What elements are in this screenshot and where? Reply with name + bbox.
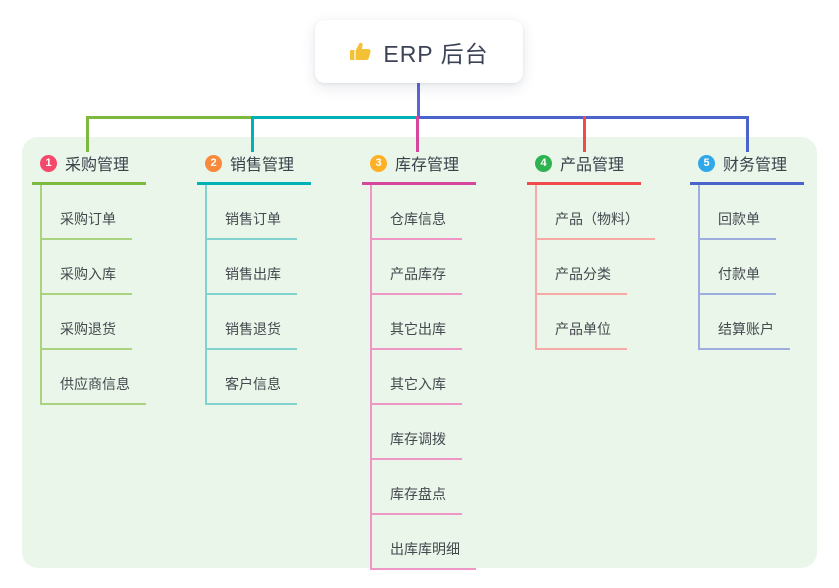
branch-node-sales[interactable]: 2 销售管理: [197, 147, 311, 185]
connector-drop-branch5: [746, 116, 749, 152]
child-label: 销售出库: [207, 264, 297, 295]
connector-bus-left: [87, 116, 254, 119]
child-label: 库存调拨: [372, 429, 462, 460]
child-label: 其它出库: [372, 319, 462, 350]
child-label: 采购退货: [42, 319, 132, 350]
child-node[interactable]: 客户信息: [207, 350, 311, 405]
child-label: 销售退货: [207, 319, 297, 350]
child-label: 库存盘点: [372, 484, 462, 515]
branch-product: 4 产品管理 产品（物料） 产品分类 产品单位: [527, 147, 655, 350]
branch-number-badge: 5: [698, 154, 715, 172]
child-node[interactable]: 供应商信息: [42, 350, 146, 405]
branch-node-inventory[interactable]: 3 库存管理: [362, 147, 476, 185]
child-node[interactable]: 产品分类: [537, 240, 655, 295]
child-node[interactable]: 仓库信息: [372, 185, 476, 240]
child-node[interactable]: 其它出库: [372, 295, 476, 350]
child-node[interactable]: 产品单位: [537, 295, 655, 350]
child-label: 回款单: [700, 209, 776, 240]
child-node[interactable]: 库存盘点: [372, 460, 476, 515]
child-node[interactable]: 采购入库: [42, 240, 146, 295]
branch-node-purchase[interactable]: 1 采购管理: [32, 147, 146, 185]
child-node[interactable]: 结算账户: [700, 295, 804, 350]
branch-number-badge: 4: [535, 154, 552, 172]
child-label: 产品分类: [537, 264, 627, 295]
child-node[interactable]: 采购退货: [42, 295, 146, 350]
child-label: 采购订单: [42, 209, 132, 240]
child-label: 其它入库: [372, 374, 462, 405]
branch-sales: 2 销售管理 销售订单 销售出库 销售退货 客户信息: [197, 147, 311, 405]
branch-title: 采购管理: [65, 157, 130, 174]
child-label: 供应商信息: [42, 374, 146, 405]
child-node[interactable]: 销售出库: [207, 240, 311, 295]
connector-drop-branch1: [86, 116, 89, 152]
root-node-label: ERP 后台: [383, 40, 489, 67]
branch-title: 库存管理: [395, 157, 460, 174]
connector-drop-branch3: [416, 116, 419, 152]
child-node[interactable]: 销售订单: [207, 185, 311, 240]
child-label: 出库库明细: [372, 539, 476, 570]
connector-drop-branch2: [251, 116, 254, 152]
child-label: 产品单位: [537, 319, 627, 350]
branch-children: 产品（物料） 产品分类 产品单位: [535, 185, 655, 350]
child-label: 产品库存: [372, 264, 462, 295]
branch-title: 产品管理: [560, 157, 625, 174]
child-label: 付款单: [700, 264, 776, 295]
branch-finance: 5 财务管理 回款单 付款单 结算账户: [690, 147, 804, 350]
child-label: 销售订单: [207, 209, 297, 240]
thumbs-up-icon: [349, 40, 373, 64]
mindmap-panel: [22, 137, 817, 568]
connector-root-drop: [417, 83, 420, 118]
child-node[interactable]: 付款单: [700, 240, 804, 295]
branch-title: 销售管理: [230, 157, 295, 174]
branch-node-product[interactable]: 4 产品管理: [527, 147, 641, 185]
child-label: 产品（物料）: [537, 209, 655, 240]
child-node[interactable]: 采购订单: [42, 185, 146, 240]
branch-node-finance[interactable]: 5 财务管理: [690, 147, 804, 185]
connector-bus-midleft: [253, 116, 418, 119]
branch-number-badge: 1: [40, 154, 57, 172]
branch-number-badge: 3: [370, 154, 387, 172]
child-node[interactable]: 销售退货: [207, 295, 311, 350]
branch-children: 销售订单 销售出库 销售退货 客户信息: [205, 185, 311, 405]
branch-children: 回款单 付款单 结算账户: [698, 185, 804, 350]
child-label: 结算账户: [700, 319, 790, 350]
branch-purchase: 1 采购管理 采购订单 采购入库 采购退货 供应商信息: [32, 147, 146, 405]
branch-children: 仓库信息 产品库存 其它出库 其它入库 库存调拨 库存盘点 出库库明细: [370, 185, 476, 570]
branch-inventory: 3 库存管理 仓库信息 产品库存 其它出库 其它入库 库存调拨 库存盘点 出库库…: [362, 147, 476, 570]
branch-children: 采购订单 采购入库 采购退货 供应商信息: [40, 185, 146, 405]
child-node[interactable]: 其它入库: [372, 350, 476, 405]
child-label: 客户信息: [207, 374, 297, 405]
child-node[interactable]: 出库库明细: [372, 515, 476, 570]
root-node-erp[interactable]: ERP 后台: [315, 20, 523, 83]
branch-number-badge: 2: [205, 154, 222, 172]
child-node[interactable]: 产品库存: [372, 240, 476, 295]
child-node[interactable]: 库存调拨: [372, 405, 476, 460]
connector-drop-branch4: [583, 116, 586, 152]
child-label: 采购入库: [42, 264, 132, 295]
child-node[interactable]: 回款单: [700, 185, 804, 240]
child-label: 仓库信息: [372, 209, 462, 240]
branch-title: 财务管理: [723, 157, 788, 174]
child-node[interactable]: 产品（物料）: [537, 185, 655, 240]
